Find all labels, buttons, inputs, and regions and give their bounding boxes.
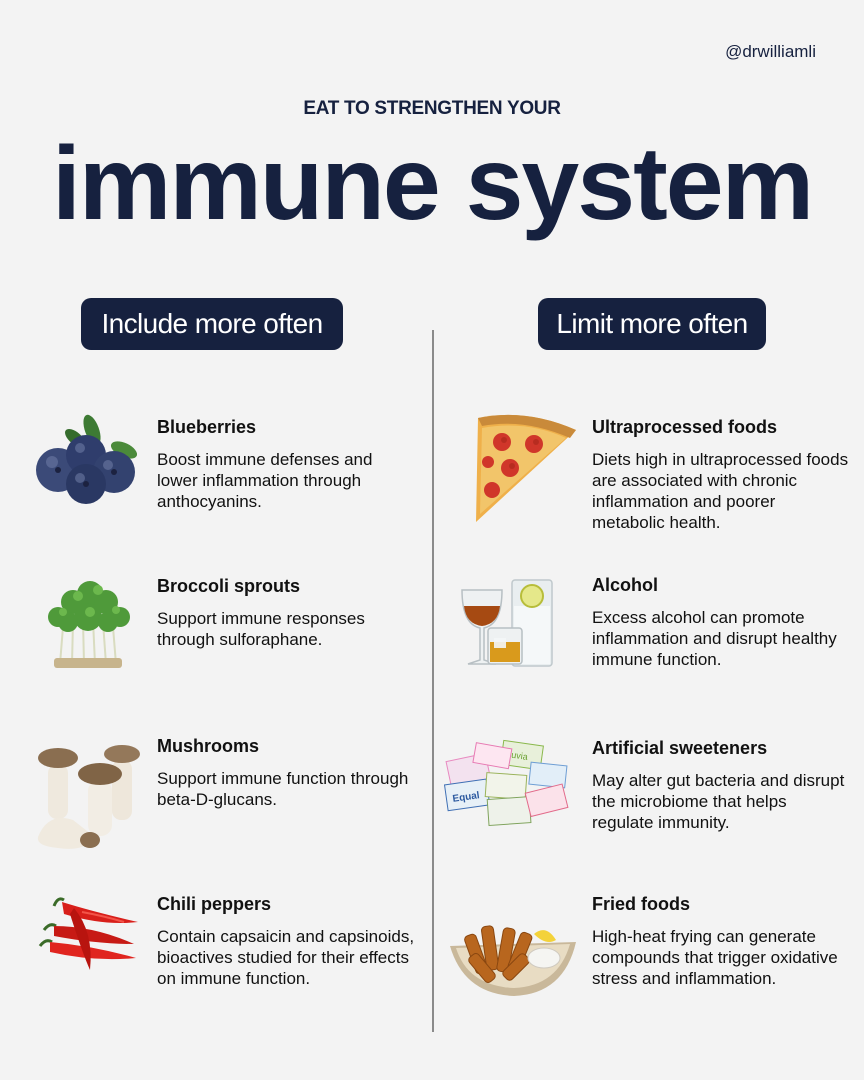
chili-peppers-icon	[38, 897, 138, 970]
item-name: Chili peppers	[157, 894, 272, 914]
item-name: Fried foods	[592, 894, 690, 914]
item-description: May alter gut bacteria and disrupt the m…	[592, 771, 845, 832]
limit-item-artificial-sweeteners: Artificial sweeteners May alter gut bact…	[592, 738, 852, 833]
page-title: immune system	[51, 126, 814, 242]
item-name: Blueberries	[157, 417, 257, 437]
item-description: Support immune function through beta-D-g…	[157, 769, 409, 809]
include-item-broccoli-sprouts: Broccoli sprouts Support immune response…	[157, 576, 417, 650]
blueberries-icon	[36, 414, 138, 504]
item-name: Alcohol	[592, 575, 658, 595]
item-description: Diets high in ultraprocessed foods are a…	[592, 450, 849, 532]
include-item-blueberries: Blueberries Boost immune defenses and lo…	[157, 417, 417, 512]
equal-text: Equal	[452, 790, 481, 805]
item-description: Contain capsaicin and capsinoids, bioact…	[157, 927, 415, 988]
item-name: Artificial sweeteners	[592, 738, 768, 758]
limit-item-ultraprocessed-foods: Ultraprocessed foods Diets high in ultra…	[592, 417, 852, 533]
item-name: Ultraprocessed foods	[592, 417, 778, 437]
limit-more-often-label: Limit more often	[538, 298, 766, 350]
item-name: Broccoli sprouts	[157, 576, 301, 596]
column-divider	[432, 330, 434, 1032]
broccoli-sprouts-icon	[48, 581, 130, 668]
item-description: Boost immune defenses and lower inflamma…	[157, 450, 373, 511]
include-item-chili-peppers: Chili peppers Contain capsaicin and caps…	[157, 894, 417, 989]
eyebrow-heading: EAT TO STRENGTHEN YOUR	[303, 98, 561, 119]
pizza-icon	[476, 414, 576, 522]
item-name: Mushrooms	[157, 736, 260, 756]
item-description: High-heat frying can generate compounds …	[592, 927, 838, 988]
sweetener-packets-icon: truvia Equal	[444, 739, 569, 827]
author-handle: @drwilliamli	[725, 42, 816, 61]
fried-foods-icon	[450, 925, 576, 996]
item-description: Excess alcohol can promote inflammation …	[592, 608, 837, 669]
limit-item-alcohol: Alcohol Excess alcohol can promote infla…	[592, 575, 852, 670]
limit-item-fried-foods: Fried foods High-heat frying can generat…	[592, 894, 852, 989]
include-more-often-label: Include more often	[81, 298, 343, 350]
item-description: Support immune responses through sulfora…	[157, 609, 365, 649]
mushrooms-icon	[37, 745, 140, 849]
alcohol-glasses-icon	[461, 579, 553, 667]
include-item-mushrooms: Mushrooms Support immune function throug…	[157, 736, 417, 810]
